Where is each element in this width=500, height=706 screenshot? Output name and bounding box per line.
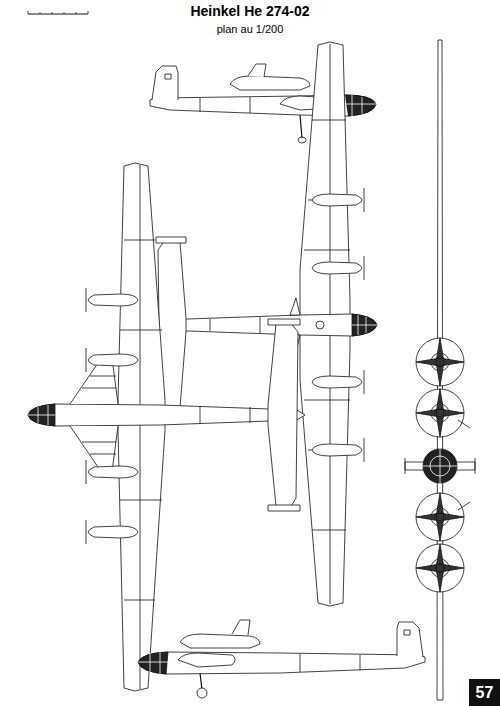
drawing-title: Heinkel He 274-02 <box>0 3 500 19</box>
front-view <box>405 40 475 700</box>
page-number: 57 <box>469 679 500 706</box>
scale-note: plan au 1/200 <box>0 23 500 35</box>
plan-view-upper <box>152 42 377 606</box>
side-view-lower <box>138 620 425 698</box>
plan-view-lower <box>28 163 305 691</box>
scale-bar <box>28 11 88 14</box>
